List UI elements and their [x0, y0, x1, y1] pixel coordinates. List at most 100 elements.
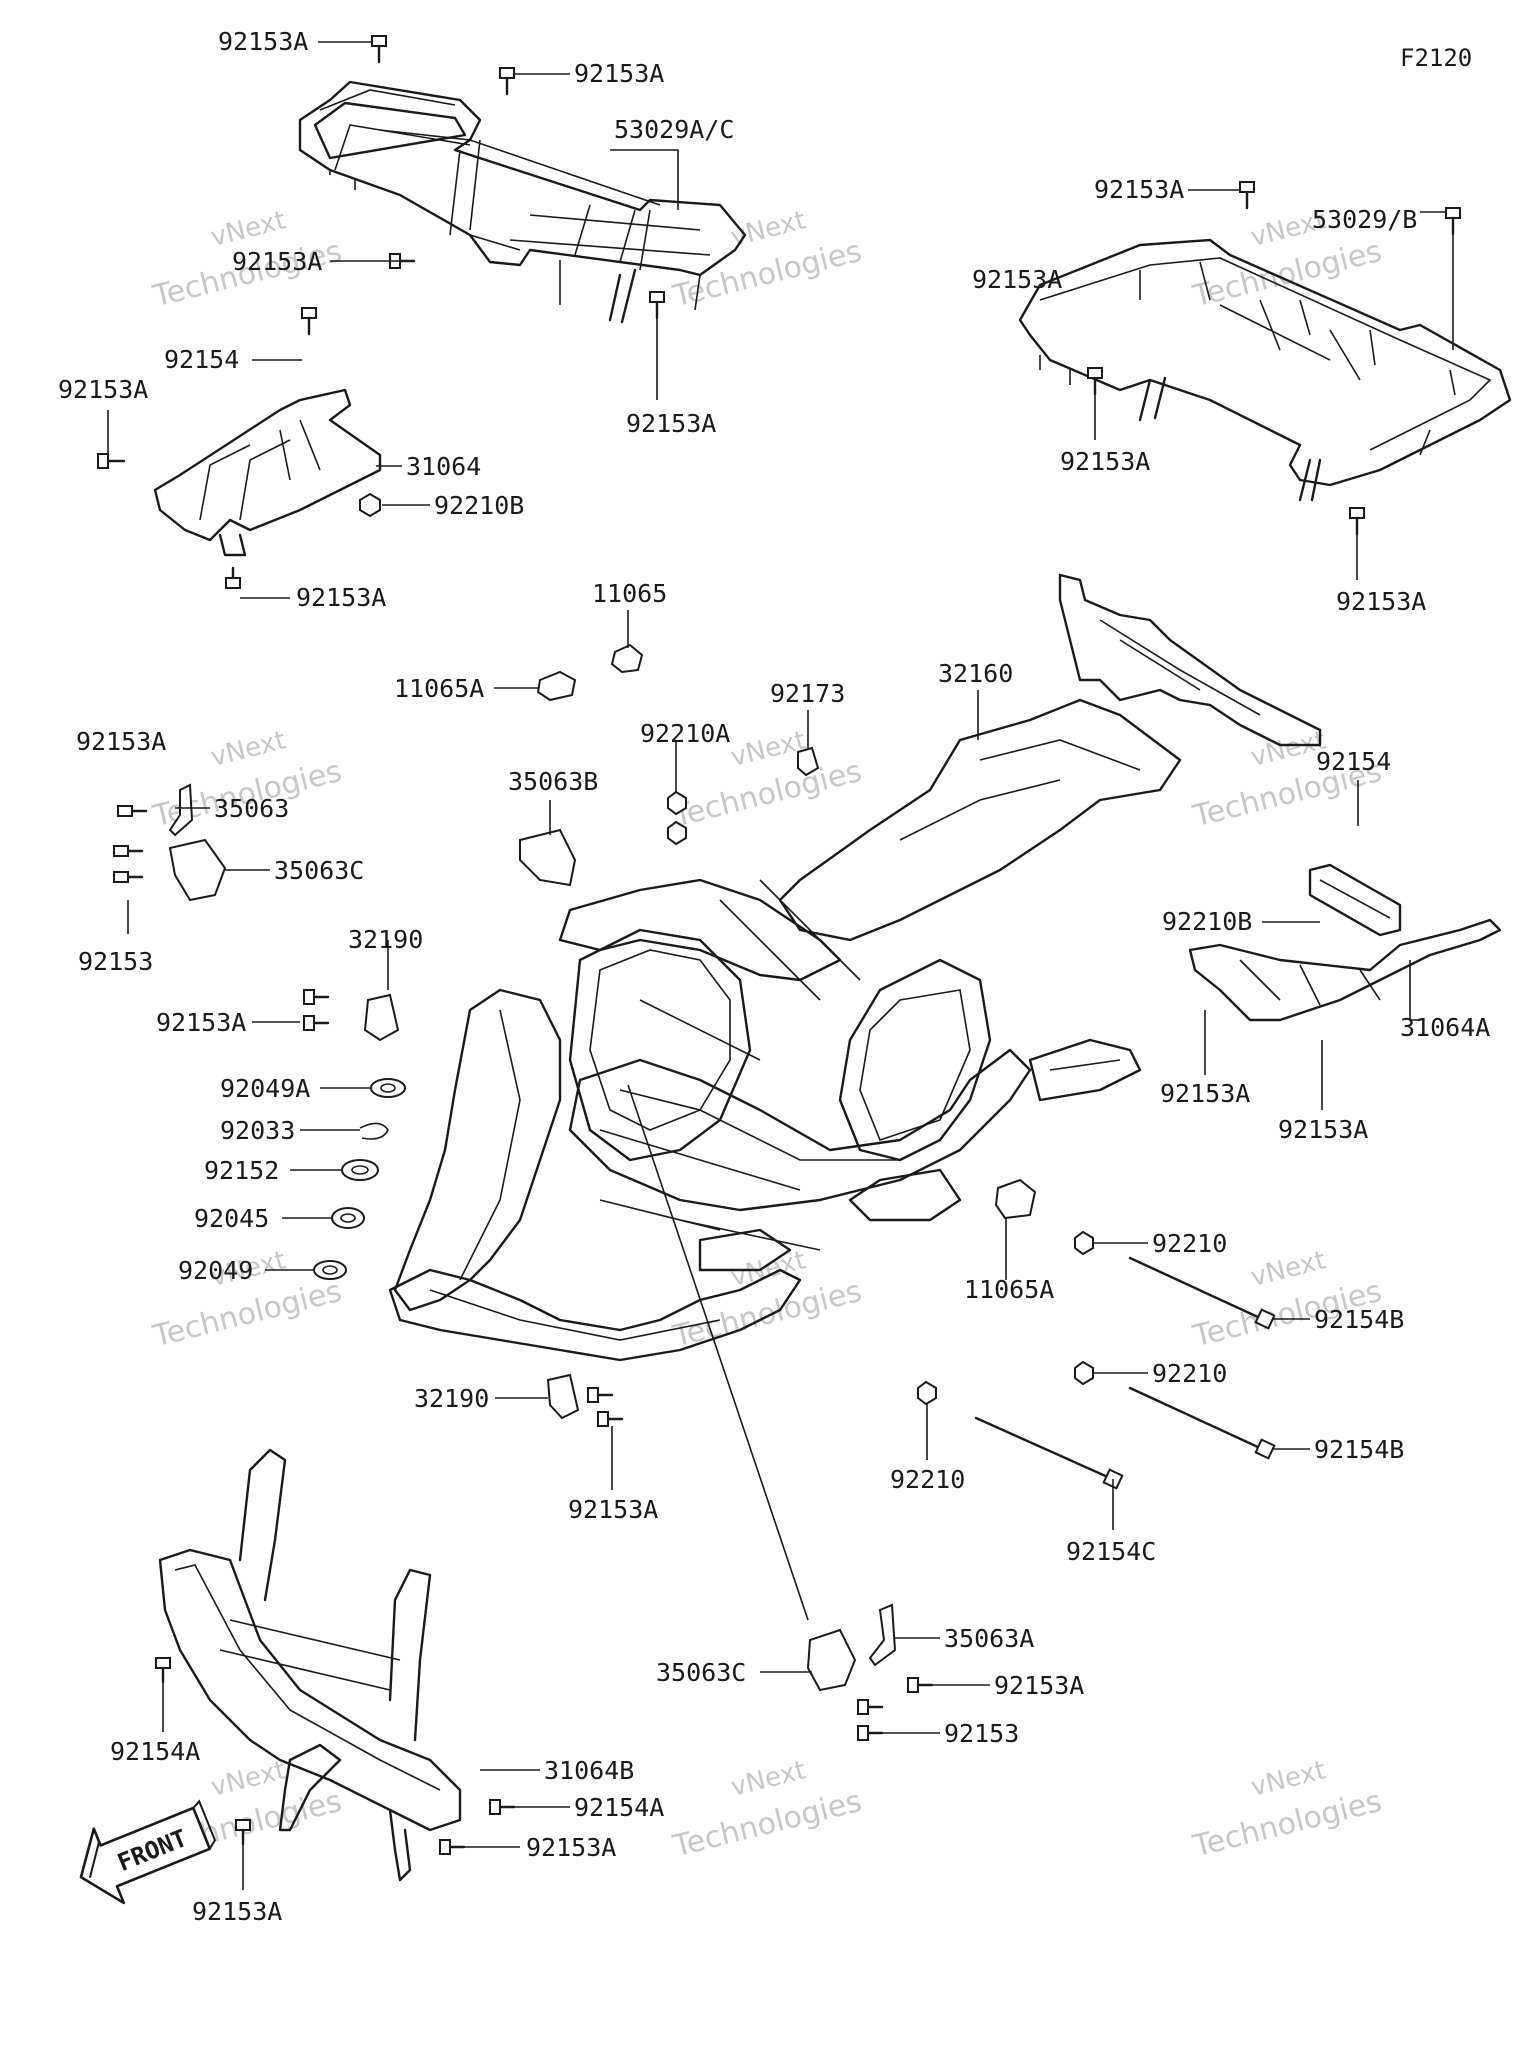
front-arrow-icon [79, 1806, 212, 1905]
callout-label: 11065A [964, 1275, 1054, 1304]
bolt-icon [113, 845, 144, 857]
bolt-icon [97, 453, 126, 469]
callout-label: 92153 [78, 947, 153, 976]
bracket-icon [168, 783, 194, 837]
cap-icon [610, 643, 644, 674]
callout-label: 92173 [770, 679, 845, 708]
callout-label: 92210B [434, 491, 524, 520]
bolt-icon [225, 566, 241, 589]
svg-text:vNext: vNext [728, 725, 809, 772]
callout-label: 92153A [526, 1833, 616, 1862]
callout-label: 35063C [656, 1658, 746, 1687]
callout-label: 92153A [994, 1671, 1084, 1700]
callout-label: 53029/B [1312, 205, 1417, 234]
watermark: vNext Technologies [1189, 1755, 1385, 1865]
watermark: vNext Technologies [669, 1245, 865, 1354]
cap-icon [994, 1178, 1037, 1220]
bolt-icon [597, 1411, 624, 1427]
callout-label: 92153A [76, 727, 166, 756]
callout-label: 32190 [348, 925, 423, 954]
bracket-icon [519, 828, 577, 887]
bolt-icon [649, 291, 665, 320]
callout-label: 92210 [1152, 1359, 1227, 1388]
callout-label: 32190 [414, 1384, 489, 1413]
bolt-icon [499, 67, 515, 96]
watermark-group: vNext Technologies vNext Technologies vN… [149, 205, 1385, 1865]
callout-label: 92153A [972, 265, 1062, 294]
callout-label: 92153A [1160, 1079, 1250, 1108]
callout-label: 53029A/C [614, 115, 734, 144]
nut-icon [667, 820, 687, 846]
callout-label: 92033 [220, 1116, 295, 1145]
rear-carrier [1018, 238, 1512, 502]
bolt-icon [303, 1015, 330, 1031]
bolt-icon [1087, 367, 1103, 396]
bolt-icon [439, 1839, 466, 1855]
svg-text:Technologies: Technologies [669, 754, 865, 835]
callout-label: 31064 [406, 452, 481, 481]
svg-text:Technologies: Technologies [669, 1784, 865, 1865]
front-carrier [298, 80, 747, 324]
callout-label: 35063 [214, 794, 289, 823]
bolt-icon [303, 989, 330, 1005]
nut-icon [1074, 1360, 1094, 1386]
bolt-icon [857, 1725, 884, 1741]
callout-label: 92049 [178, 1256, 253, 1285]
bracket-31064 [153, 388, 382, 557]
washer-icon [370, 1078, 406, 1098]
svg-text:vNext: vNext [1248, 1245, 1329, 1292]
callout-label: 92153A [574, 59, 664, 88]
long-bolt-icon [974, 1416, 1124, 1490]
callout-label: 92153A [1278, 1115, 1368, 1144]
bolt-icon [1349, 507, 1365, 536]
callout-label: 92049A [220, 1074, 310, 1103]
watermark: vNext Technologies [669, 1755, 865, 1865]
callout-label: 92153A [232, 247, 322, 276]
bolt-icon [117, 805, 148, 817]
callout-label: 92154B [1314, 1435, 1404, 1464]
long-bolt-icon [1128, 1256, 1276, 1330]
callout-label: 92153A [1336, 587, 1426, 616]
callout-label: 92210 [1152, 1229, 1227, 1258]
svg-text:vNext: vNext [208, 1755, 289, 1802]
callout-label: 92154A [110, 1737, 200, 1766]
callout-label: 92154C [1066, 1537, 1156, 1566]
svg-text:Technologies: Technologies [1189, 1784, 1385, 1865]
watermark: vNext Technologies [669, 205, 865, 314]
nut-icon [1074, 1230, 1094, 1256]
callout-label: 92153A [296, 583, 386, 612]
bolt-icon [907, 1677, 934, 1693]
callout-label: 35063B [508, 767, 598, 796]
nut-icon [359, 492, 381, 518]
svg-text:vNext: vNext [208, 725, 289, 772]
callout-label: 92154A [574, 1793, 664, 1822]
bolt-icon [371, 35, 387, 64]
callout-label: 92153A [568, 1495, 658, 1524]
callout-label: 11065A [394, 674, 484, 703]
diagram-code: F2120 [1400, 44, 1472, 72]
collar-icon [341, 1159, 379, 1181]
callout-label: 92210A [640, 719, 730, 748]
callout-label: 32160 [938, 659, 1013, 688]
svg-text:vNext: vNext [728, 1755, 809, 1802]
callout-label: 92153A [218, 27, 308, 56]
callout-label: 92154 [1316, 747, 1391, 776]
watermark: vNext Technologies [149, 1245, 345, 1354]
callout-label: 92210 [890, 1465, 965, 1494]
callout-label: 92153A [58, 375, 148, 404]
leader-lines [107, 41, 1454, 1890]
callout-labels: 92153A 92153A 53029A/C 92153A 92154 9215… [58, 27, 1490, 1926]
callout-label: 11065 [592, 579, 667, 608]
callout-label: 92153A [1060, 447, 1150, 476]
clip-icon [797, 746, 820, 777]
nut-icon [917, 1380, 937, 1406]
front-arrow: FRONT [79, 1799, 217, 1905]
callout-label: 92045 [194, 1204, 269, 1233]
callout-label: 35063A [944, 1624, 1034, 1653]
clip-icon [359, 1122, 389, 1140]
bracket-icon [546, 1373, 580, 1420]
callout-label: 35063C [274, 856, 364, 885]
main-frame [388, 573, 1322, 1362]
